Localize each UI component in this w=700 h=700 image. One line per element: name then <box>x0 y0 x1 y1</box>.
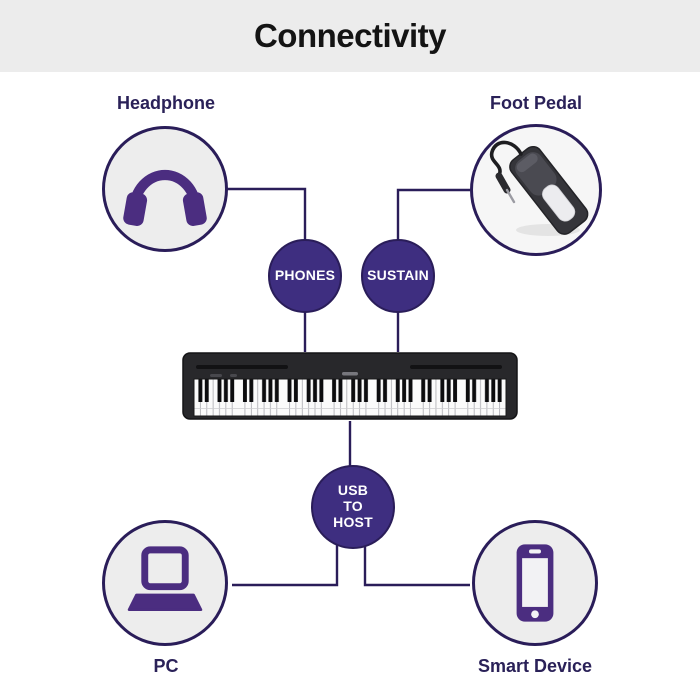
port-usb-line1: USB <box>337 482 369 499</box>
headphone-label: Headphone <box>116 93 215 113</box>
port-phones-label: PHONES <box>274 267 336 284</box>
headphones-icon <box>123 169 207 226</box>
digital-piano <box>180 347 520 425</box>
port-sustain: SUSTAIN <box>361 239 435 313</box>
smart-device-node <box>472 520 598 646</box>
foot-pedal-node <box>470 124 602 256</box>
port-sustain-label: SUSTAIN <box>367 267 429 284</box>
header-band: Connectivity <box>0 0 700 72</box>
smart-device-label: Smart Device <box>477 656 593 676</box>
digital-piano-image <box>182 352 518 420</box>
pc-label: PC <box>153 656 179 676</box>
foot-pedal-label: Foot Pedal <box>489 93 582 113</box>
page-title: Connectivity <box>253 17 447 54</box>
port-usb-to-host: USB TO HOST <box>311 465 395 549</box>
sustain-pedal-photo <box>489 140 589 236</box>
headphone-node <box>102 126 228 252</box>
smartphone-icon <box>516 544 554 622</box>
port-phones: PHONES <box>268 239 342 313</box>
pc-node <box>102 520 228 646</box>
port-usb-line3: HOST <box>333 513 373 530</box>
port-usb-line2: TO <box>343 498 363 515</box>
laptop-icon <box>127 546 203 612</box>
